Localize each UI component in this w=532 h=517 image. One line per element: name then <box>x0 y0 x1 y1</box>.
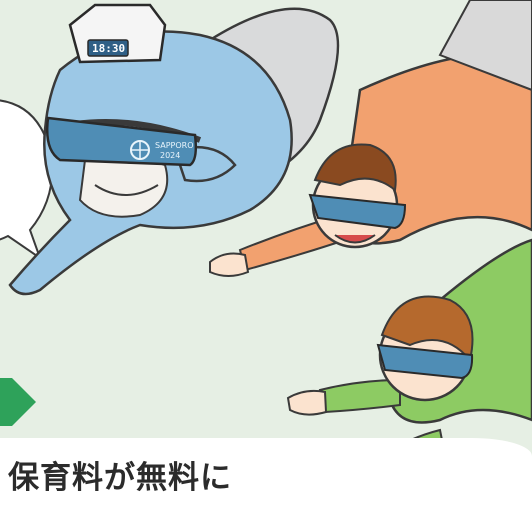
clock-display: 18:30 <box>92 42 125 55</box>
caption-band <box>0 438 532 517</box>
headline-text: 保育料が無料に <box>8 460 232 496</box>
speech-bubble <box>0 99 54 261</box>
dolphin-mascot: SAPPORO 2024 18:30 <box>8 3 340 296</box>
clock-hat <box>68 3 167 64</box>
man-skydiver <box>209 0 532 277</box>
goggle-icon <box>46 116 198 167</box>
goggle-brand-line2: 2024 <box>160 151 180 160</box>
goggle-brand-line1: SAPPORO <box>155 141 194 150</box>
chevron-right-icon <box>0 378 36 426</box>
